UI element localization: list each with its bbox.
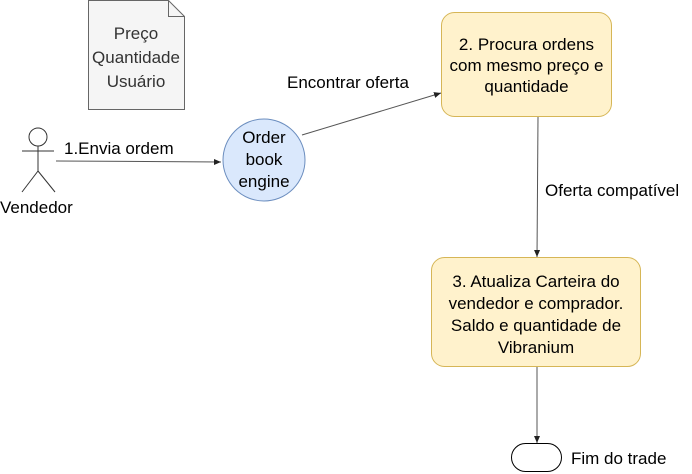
engine-line-1: Order <box>242 128 286 147</box>
engine-label: Order book engine <box>222 127 306 193</box>
search-line-2: com mesmo preço e <box>449 56 604 75</box>
edge-label-find-offer: Encontrar oferta <box>287 73 409 92</box>
note-line-price: Preço <box>113 24 159 43</box>
edge-label-send-order: 1.Envia ordem <box>64 139 174 158</box>
end-label: Fim do trade <box>571 449 667 468</box>
edge-find-offer <box>301 92 442 136</box>
note-line-user: Usuário <box>106 72 166 91</box>
update-box-label: 3. Atualiza Carteira do vendedor e compr… <box>431 271 641 359</box>
update-line-3: Saldo e quantidade de <box>450 316 622 335</box>
end-terminator[interactable] <box>511 443 562 472</box>
note-line-quantity: Quantidade <box>92 48 180 67</box>
update-line-4: Vibranium <box>497 338 575 357</box>
note-text: Preço Quantidade Usuário <box>88 22 184 94</box>
search-orders-box[interactable] <box>441 12 612 117</box>
order-book-engine-node[interactable] <box>222 118 306 202</box>
update-line-2: vendedor e comprador. <box>448 294 624 313</box>
search-box-label: 2. Procura ordens com mesmo preço e quan… <box>441 34 612 97</box>
update-wallet-box[interactable] <box>431 257 641 367</box>
edge-label-compatible: Oferta compatível <box>545 181 680 200</box>
actor-vendedor-icon[interactable] <box>21 127 56 193</box>
search-line-1: 2. Procura ordens <box>458 35 595 54</box>
engine-line-2: book <box>245 150 283 169</box>
edge-compatible-offer <box>534 116 541 258</box>
actor-label: Vendedor <box>0 198 73 217</box>
engine-line-3: engine <box>238 172 290 191</box>
edge-send-order <box>55 158 222 165</box>
note-shape[interactable] <box>88 0 185 110</box>
note-fold <box>168 0 185 17</box>
search-line-3: quantidade <box>484 77 569 96</box>
update-line-1: 3. Atualiza Carteira do <box>452 272 620 291</box>
